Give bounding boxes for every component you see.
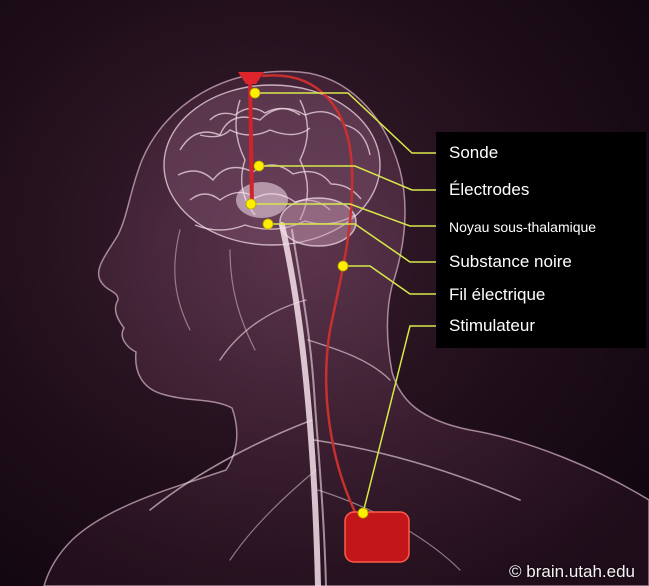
noyau-marker [246, 199, 256, 209]
deep-brain-structure [236, 182, 288, 218]
label-electrodes: Électrodes [449, 180, 529, 200]
sonde-marker [250, 88, 260, 98]
label-fil: Fil électrique [449, 285, 545, 305]
electrodes-marker [254, 161, 264, 171]
stimulator-device [345, 512, 409, 562]
cerebellum [280, 198, 356, 246]
stimulateur-marker [358, 508, 368, 518]
label-stimulateur: Stimulateur [449, 316, 535, 336]
label-sonde: Sonde [449, 143, 498, 163]
credit-text: © brain.utah.edu [509, 562, 635, 582]
label-substance: Substance noire [449, 252, 572, 272]
label-noyau: Noyau sous-thalamique [449, 217, 596, 237]
substance-marker [263, 219, 273, 229]
fil-marker [338, 261, 348, 271]
